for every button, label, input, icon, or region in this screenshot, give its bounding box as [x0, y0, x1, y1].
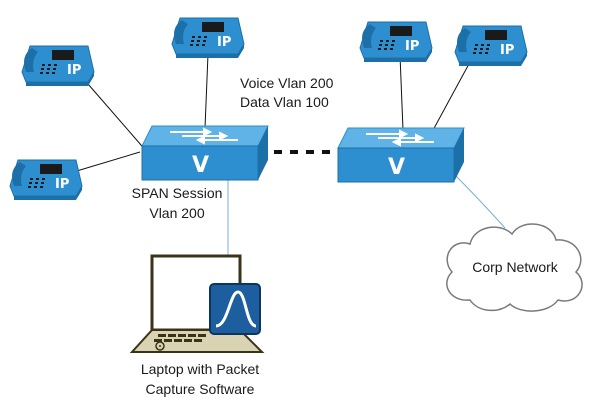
phone-label: IP — [67, 63, 81, 78]
switch-icon: V — [337, 127, 465, 183]
ip-phone-icon: IP — [171, 17, 245, 59]
phone-label: IP — [500, 43, 514, 58]
link-phone5-switch2 — [431, 61, 471, 133]
switch-label: V — [388, 155, 405, 180]
switch-label: V — [192, 153, 209, 178]
data-vlan-label: Data Vlan 100 — [240, 94, 329, 110]
phone-label: IP — [405, 39, 419, 54]
switch-icon: V — [141, 125, 269, 181]
voice-vlan-label: Voice Vlan 200 — [240, 75, 334, 91]
phone-label: IP — [55, 177, 69, 192]
packet-capture-logo — [209, 283, 261, 335]
laptop-label-line1: Laptop with Packet — [140, 361, 260, 377]
phone-label: IP — [217, 35, 231, 50]
link-phone4-switch2 — [399, 54, 404, 131]
ip-phone-icon: IP — [359, 21, 433, 63]
link-phone2-switch1 — [204, 53, 209, 129]
link-switch2-cloud — [449, 169, 506, 229]
link-phone3-switch1 — [69, 151, 141, 174]
corp-network-label: Corp Network — [472, 259, 558, 275]
ip-phone-icon: IP — [9, 159, 83, 201]
laptop-label-line2: Capture Software — [145, 381, 255, 397]
span-session-label: SPAN Session — [131, 185, 223, 201]
ip-phone-icon: IP — [21, 45, 95, 87]
ip-phone-icon: IP — [454, 25, 528, 67]
cloud-icon — [446, 223, 583, 312]
span-vlan-label: Vlan 200 — [149, 205, 205, 221]
link-phone1-switch1 — [87, 83, 149, 154]
